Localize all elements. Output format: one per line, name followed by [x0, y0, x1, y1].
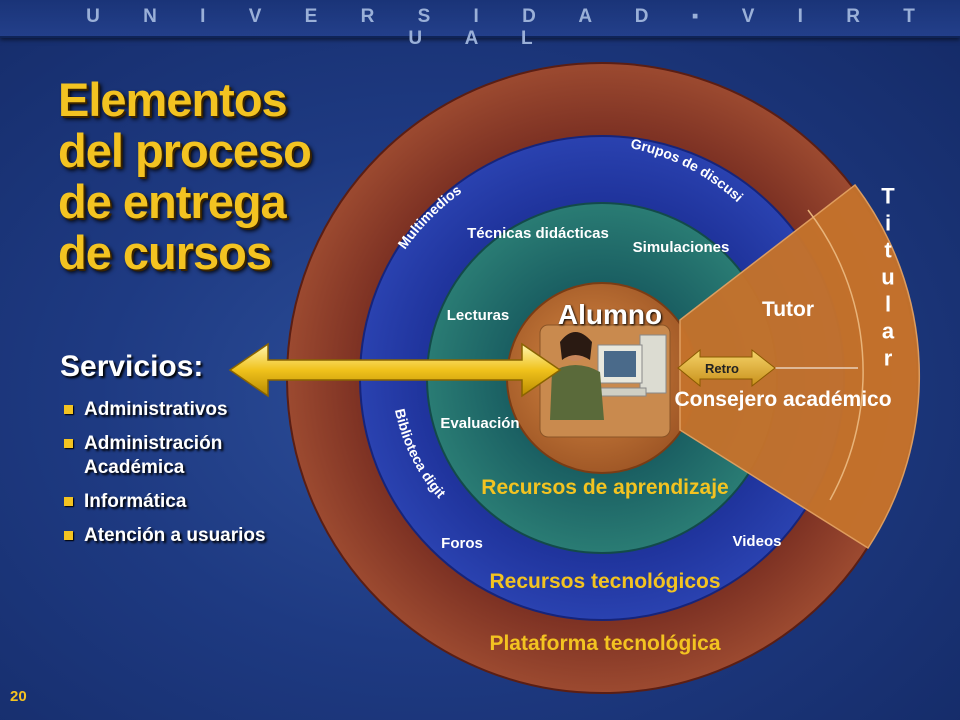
bullet-icon [64, 405, 73, 414]
alumno-label: Alumno [558, 299, 662, 330]
servicios-list: Administrativos Administración Académica… [62, 398, 322, 558]
videos-label: Videos [733, 533, 782, 550]
wedge-divider [807, 209, 864, 501]
list-item: Administración Académica [62, 432, 322, 480]
retro-arrow: Retro [677, 348, 776, 388]
list-item: Administrativos [62, 398, 322, 422]
tecnicas-text: Técnicas didácticas [467, 225, 609, 242]
list-item: Informática [62, 490, 322, 514]
titular-label: Titular [876, 184, 901, 373]
university-title: U N I V E R S I D A D ▪ V I R T U A L [86, 6, 934, 49]
bullet-icon [64, 497, 73, 506]
recursos-aprendizaje-label: Recursos de aprendizaje [481, 476, 728, 499]
services-double-arrow [228, 342, 562, 398]
evaluacion-label: Evaluación [440, 415, 519, 432]
tutor-wedge [679, 183, 921, 550]
title-line: Elementos [58, 73, 288, 126]
title-line: de cursos [58, 226, 272, 279]
page-number: 20 [10, 688, 27, 705]
title-line: de entrega [58, 175, 287, 228]
consejero-label: Consejero académico [674, 388, 891, 411]
tecnicas-label: Técnicas didácticas [467, 225, 609, 242]
student-computer-icon [539, 324, 671, 438]
bullet-icon [64, 439, 73, 448]
servicios-heading: Servicios: [60, 350, 204, 383]
top-banner: U N I V E R S I D A D ▪ V I R T U A L [0, 0, 960, 49]
lecturas-label: Lecturas [447, 307, 510, 324]
title-line: del proceso [58, 124, 312, 177]
recursos-tecnologicos-label: Recursos tecnológicos [489, 570, 720, 593]
foros-label: Foros [441, 535, 483, 552]
simulaciones-label: Simulaciones [633, 239, 730, 256]
bullet-icon [64, 531, 73, 540]
plataforma-label: Plataforma tecnológica [489, 632, 720, 655]
list-item: Atención a usuarios [62, 524, 322, 548]
page-title: Elementos del proceso de entrega de curs… [58, 74, 358, 278]
tutor-label: Tutor [762, 298, 814, 321]
retro-label: Retro [705, 361, 739, 376]
